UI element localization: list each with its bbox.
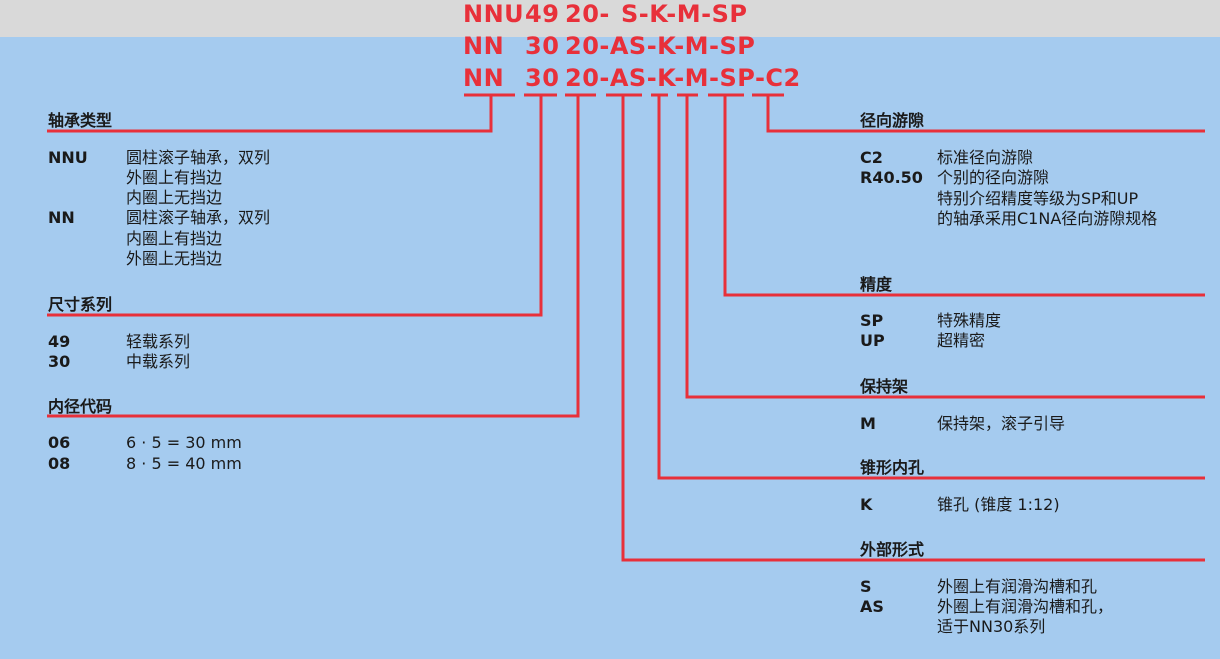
list-item: M 保持架，滚子引导	[860, 414, 1066, 433]
connector-cage	[685, 95, 1205, 399]
code-part: NN	[463, 64, 505, 92]
list-item: S 外圈上有润滑沟槽和孔	[860, 577, 1098, 596]
connector-form	[621, 95, 1205, 562]
section-title-bore-code: 内径代码	[48, 397, 113, 416]
list-item: 08 8 · 5 = 40 mm	[48, 454, 242, 473]
list-item: 06 6 · 5 = 30 mm	[48, 433, 242, 452]
code-part: 20-	[565, 0, 610, 28]
section-title-precision: 精度	[860, 275, 893, 294]
list-item-line: 的轴承采用C1NA径向游隙规格	[937, 209, 1158, 228]
connector-clearance	[766, 95, 1205, 133]
code-row-2: NN 30 20-AS-K-M-SP	[463, 32, 755, 144]
code-part: 49	[525, 0, 560, 28]
code-part: 20-AS-K-M-SP	[565, 32, 756, 60]
list-item-line: 特别介绍精度等级为SP和UP	[937, 189, 1139, 208]
code-part: NNU	[463, 0, 525, 28]
connector-taper	[657, 95, 1205, 480]
list-item: 49 轻载系列	[48, 332, 191, 351]
code-part: 30	[525, 64, 560, 92]
top-band	[0, 0, 1220, 37]
code-part: NN	[463, 32, 505, 60]
list-item-line: 外圈上有挡边	[126, 168, 223, 187]
list-item-line: 内圈上有挡边	[126, 229, 223, 248]
list-item: R40.50 个别的径向游隙	[860, 168, 1050, 187]
list-item: NN 圆柱滚子轴承，双列	[48, 208, 271, 227]
code-part: 20-AS-K-M-SP-C2	[565, 64, 801, 92]
section-title-tapered-bore: 锥形内孔	[860, 458, 925, 477]
section-title-dimension-series: 尺寸系列	[48, 295, 113, 314]
connector-type	[47, 95, 493, 133]
list-item-line: 外圈上无挡边	[126, 249, 223, 268]
connector-precision	[723, 95, 1205, 297]
code-row-1: NNU 49 20- S-K-M-SP	[463, 0, 747, 140]
section-title-radial-clearance: 径向游隙	[860, 111, 925, 130]
list-item: NNU 圆柱滚子轴承，双列	[48, 148, 271, 167]
list-item-line: 适于NN30系列	[937, 617, 1046, 636]
connector-series	[47, 95, 543, 317]
list-item: 30 中载系列	[48, 352, 191, 371]
list-item: SP 特殊精度	[860, 311, 1002, 330]
list-item: C2 标准径向游隙	[860, 148, 1034, 167]
connector-bore	[47, 95, 580, 418]
code-row-3: NN 30 20-AS-K-M-SP-C2	[463, 64, 800, 176]
section-title-cage: 保持架	[860, 377, 909, 396]
code-part: 30	[525, 32, 560, 60]
list-item: K 锥孔 (锥度 1:12)	[860, 495, 1060, 514]
code-part: S-K-M-SP	[621, 0, 748, 28]
list-item: UP 超精密	[860, 331, 986, 350]
list-item: AS 外圈上有润滑沟槽和孔，	[860, 597, 1114, 616]
list-item-line: 内圈上无挡边	[126, 188, 223, 207]
section-title-external-design: 外部形式	[860, 540, 925, 559]
section-title-bearing-type: 轴承类型	[48, 111, 113, 130]
